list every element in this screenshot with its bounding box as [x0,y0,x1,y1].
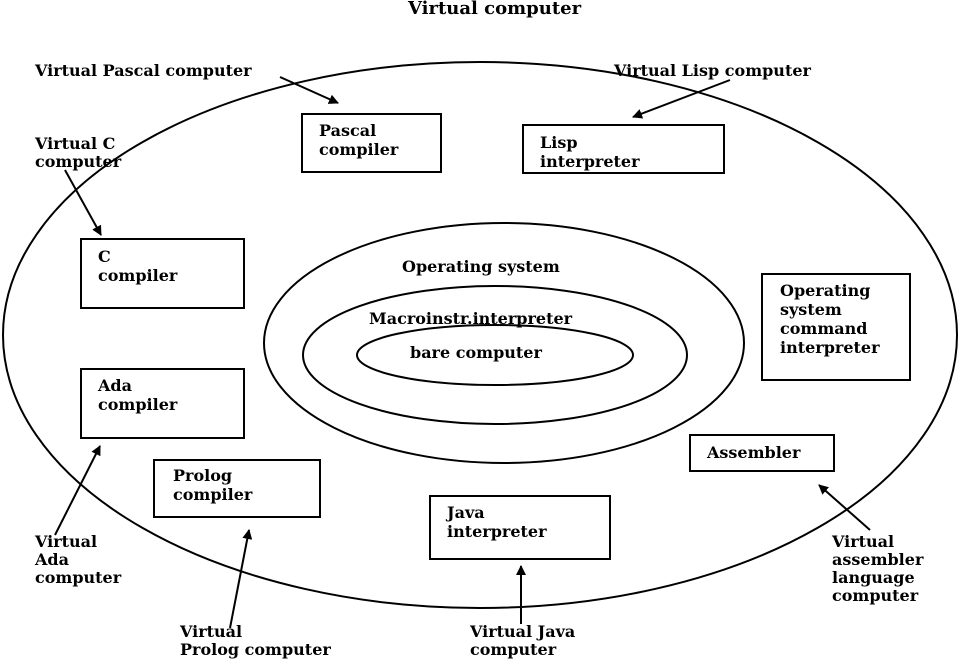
c-compiler-text: C compiler [98,247,178,285]
arrow-virtual-lisp [632,79,731,119]
prolog-compiler-box: Prolog compiler [153,459,321,518]
arrow-virtual-c [64,169,102,236]
c-compiler-box: C compiler [80,238,245,309]
assembler-box: Assembler [689,434,835,472]
pascal-compiler-box: Pascal compiler [301,113,442,173]
java-interpreter-text: Java interpreter [447,503,547,541]
arrow-virtual-assembler [818,484,871,531]
arrow-virtual-ada [54,445,101,536]
virtual-lisp-computer-label: Virtual Lisp computer [614,61,811,80]
macroinstr-interpreter-ring [302,285,688,425]
virtual-pascal-computer-label: Virtual Pascal computer [35,61,252,80]
bare-computer-label: bare computer [410,343,542,362]
virtual-ada-computer-label: Virtual Ada computer [35,532,122,587]
ada-compiler-text: Ada compiler [98,376,178,414]
virtual-java-computer-label: Virtual Java computer [470,622,576,659]
os-command-interpreter-text: Operating system command interpreter [780,281,880,357]
diagram-title: Virtual computer [408,0,582,19]
virtual-c-computer-label: Virtual C computer [35,134,122,171]
operating-system-label: Operating system [402,257,560,276]
assembler-text: Assembler [707,443,801,462]
lisp-interpreter-box: Lisp interpreter [522,124,725,174]
macroinstr-interpreter-label: Macroinstr.interpreter [369,309,573,328]
lisp-interpreter-text: Lisp interpreter [540,133,640,171]
ada-compiler-box: Ada compiler [80,368,245,439]
arrow-virtual-prolog [229,529,253,629]
prolog-compiler-text: Prolog compiler [173,466,253,504]
virtual-computer-ellipse [2,61,958,609]
virtual-prolog-computer-label: Virtual Prolog computer [180,622,331,659]
bare-computer-ring [356,324,634,386]
arrow-virtual-pascal [279,76,339,104]
java-interpreter-box: Java interpreter [429,495,611,560]
os-command-interpreter-box: Operating system command interpreter [761,273,911,381]
operating-system-ring [263,222,745,464]
pascal-compiler-text: Pascal compiler [319,121,399,159]
virtual-assembler-language-computer-label: Virtual assembler language computer [832,532,924,605]
